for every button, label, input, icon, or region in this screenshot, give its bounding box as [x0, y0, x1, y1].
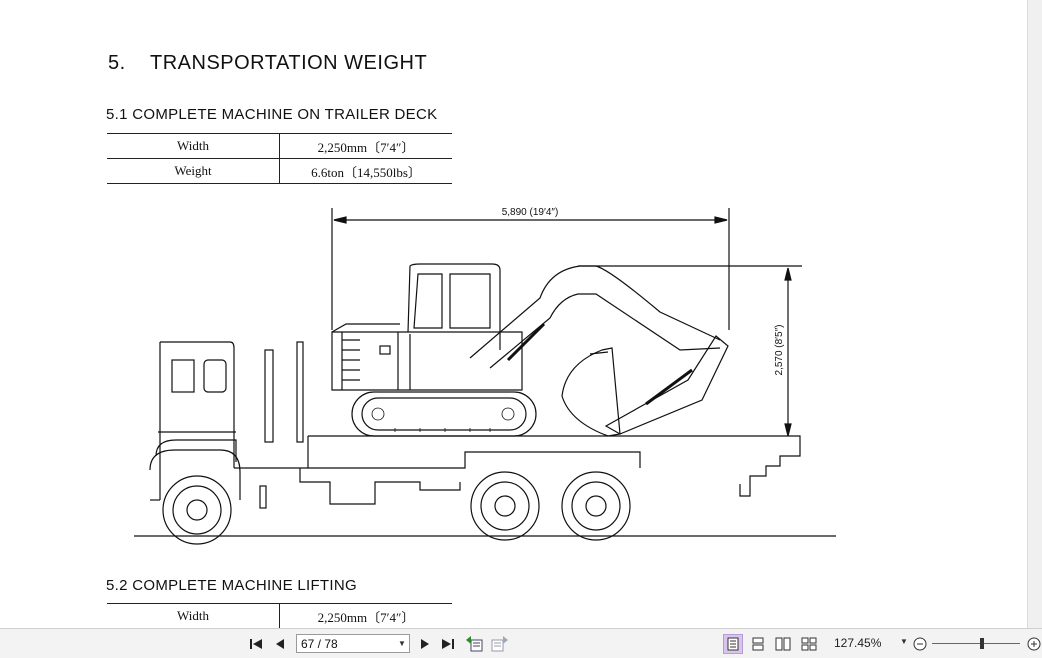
single-page-view-button[interactable] [723, 634, 743, 654]
spec-label: Width [107, 133, 280, 159]
spec-value: 6.6ton〔14,550lbs〕 [279, 158, 452, 184]
first-page-button[interactable] [248, 635, 264, 653]
previous-view-button[interactable] [466, 635, 484, 653]
zoom-in-icon [1027, 637, 1041, 651]
page-indicator: 67 / 78 [301, 636, 338, 651]
first-page-icon [250, 639, 262, 649]
section-heading: 5. TRANSPORTATION WEIGHT [108, 52, 427, 75]
wheel [162, 475, 232, 545]
facing-pages-icon [775, 637, 791, 651]
viewer-toolbar: 67 / 78 ▼ [0, 628, 1042, 658]
trailer-excavator-drawing: 5,890 (19′4″) 2,570 (8′5″) [134, 207, 836, 545]
page-number-field[interactable]: 67 / 78 ▼ [296, 634, 410, 653]
table-row: Width 2,250mm〔7′4″〕 [107, 133, 452, 159]
length-label: 5,890 (19′4″) [502, 207, 559, 218]
zoom-slider-track[interactable] [932, 643, 1020, 644]
previous-page-icon [276, 639, 284, 649]
subsection-title-trailer: 5.1 COMPLETE MACHINE ON TRAILER DECK [106, 106, 438, 123]
table-row: Weight 6.6ton〔14,550lbs〕 [107, 158, 452, 184]
last-page-icon [442, 639, 454, 649]
height-label: 2,570 (8′5″) [774, 324, 785, 375]
continuous-view-button[interactable] [749, 635, 767, 653]
post [296, 341, 304, 443]
post [264, 349, 274, 443]
next-page-button[interactable] [418, 635, 432, 653]
zoom-in-button[interactable] [1026, 635, 1042, 653]
previous-page-button[interactable] [272, 635, 288, 653]
zoom-out-icon [913, 637, 927, 651]
document-page: 5. TRANSPORTATION WEIGHT 5.1 COMPLETE MAC… [106, 0, 1042, 628]
continuous-facing-icon [801, 637, 817, 651]
spec-value: 2,250mm〔7′4″〕 [279, 133, 452, 159]
spec-table-lifting: Width 2,250mm〔7′4″〕 [107, 603, 452, 628]
truck-cab [149, 341, 270, 501]
length-dimension: 5,890 (19′4″) [331, 207, 730, 330]
spec-label: Width [107, 603, 280, 628]
subsection-title-lifting: 5.2 COMPLETE MACHINE LIFTING [106, 577, 357, 594]
spec-table-trailer: Width 2,250mm〔7′4″〕 Weight 6.6ton〔14,550… [107, 133, 452, 184]
next-page-icon [421, 639, 429, 649]
single-page-icon [727, 637, 739, 651]
continuous-page-icon [752, 637, 764, 651]
section-title: TRANSPORTATION WEIGHT [150, 52, 428, 74]
previous-view-icon [466, 636, 483, 652]
vertical-scrollbar[interactable] [1027, 0, 1042, 628]
trailer-deck [259, 435, 801, 509]
zoom-slider-thumb[interactable] [980, 638, 984, 649]
facing-view-button[interactable] [773, 635, 793, 653]
continuous-facing-view-button[interactable] [799, 635, 819, 653]
zoom-out-button[interactable] [912, 635, 928, 653]
spec-value: 2,250mm〔7′4″〕 [279, 603, 452, 628]
spec-label: Weight [107, 158, 280, 184]
next-view-button[interactable] [490, 635, 508, 653]
wheel [470, 471, 540, 541]
section-number: 5. [108, 52, 126, 74]
last-page-button[interactable] [440, 635, 456, 653]
table-row: Width 2,250mm〔7′4″〕 [107, 603, 452, 628]
height-dimension: 2,570 (8′5″) [578, 265, 802, 437]
zoom-dropdown-icon[interactable]: ▼ [900, 637, 908, 646]
next-view-icon [491, 636, 508, 652]
zoom-level[interactable]: 127.45% [834, 636, 882, 650]
wheel [561, 471, 631, 541]
excavator [331, 263, 729, 437]
chevron-down-icon[interactable]: ▼ [398, 639, 406, 648]
